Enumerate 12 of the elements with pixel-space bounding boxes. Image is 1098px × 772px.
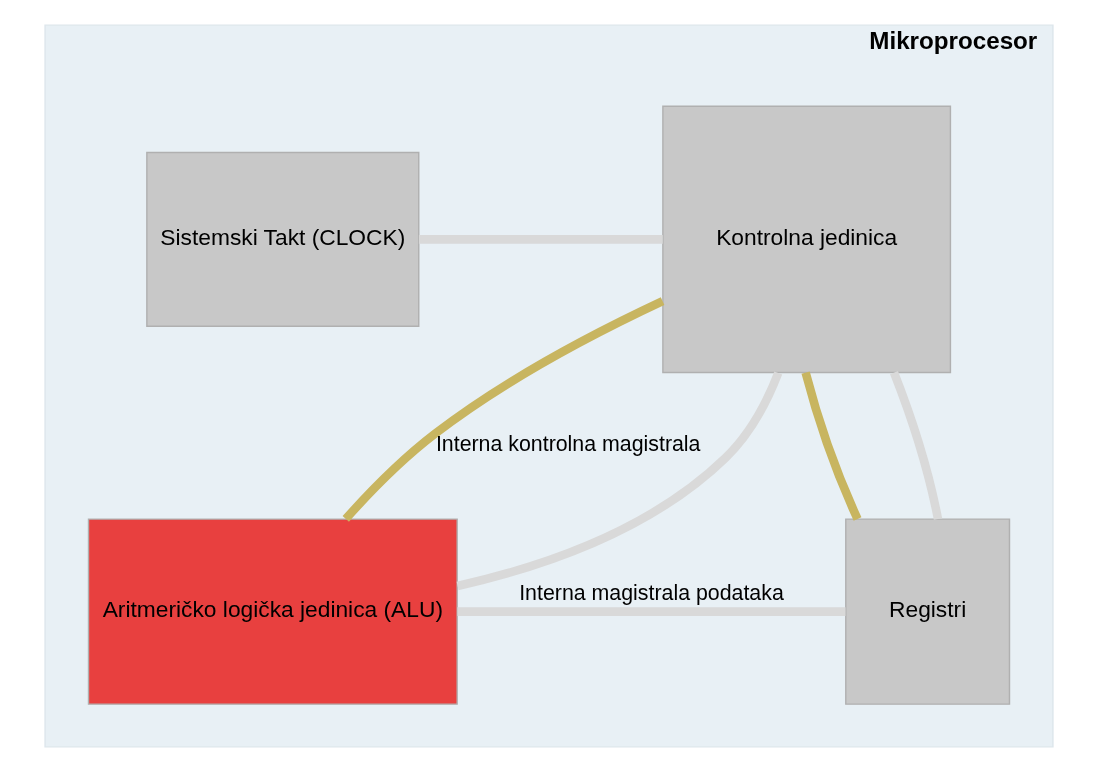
connector: [418, 235, 663, 244]
node-box: Sistemski Takt (CLOCK): [146, 151, 420, 327]
node-box: Kontrolna jedinica: [662, 105, 952, 374]
edge-label: Interna magistrala podataka: [519, 581, 784, 606]
connector: [890, 371, 943, 520]
connector: [801, 371, 862, 521]
connector: [457, 607, 846, 616]
connector: [342, 297, 665, 522]
edge-label: Interna kontrolna magistrala: [435, 431, 701, 456]
node-box: Registri: [845, 518, 1011, 705]
connector: [456, 371, 783, 591]
node-box: Aritmeričko logička jedinica (ALU): [87, 518, 458, 705]
